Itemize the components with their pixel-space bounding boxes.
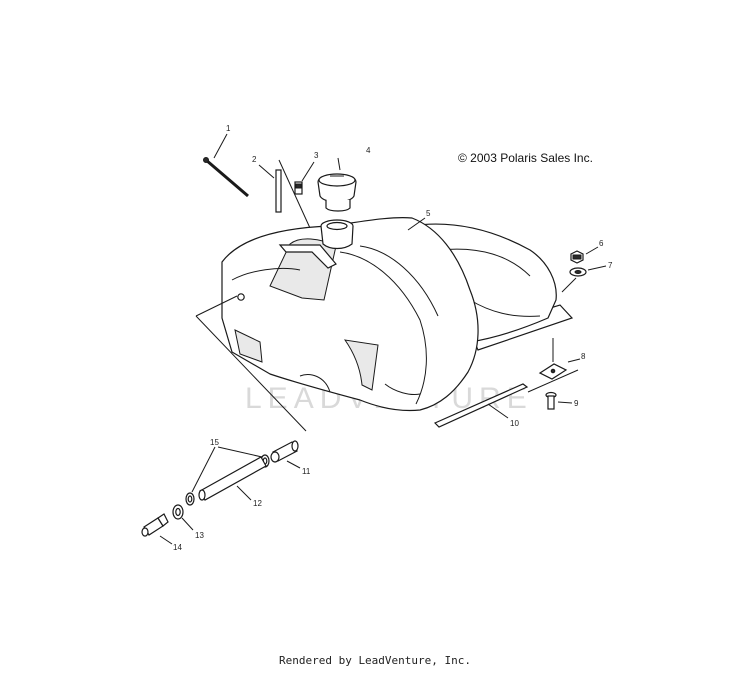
callout-14: 14 <box>173 543 182 552</box>
part-6-nut <box>570 246 599 264</box>
callout-5: 5 <box>426 209 431 218</box>
callout-12: 12 <box>253 499 262 508</box>
callout-6: 6 <box>599 239 604 248</box>
part-1-strap <box>203 133 249 198</box>
callout-10: 10 <box>510 419 519 428</box>
part-7-washer <box>561 265 607 293</box>
callout-2: 2 <box>252 155 257 164</box>
copyright-text: © 2003 Polaris Sales Inc. <box>458 151 593 165</box>
callout-numbers: 1 2 3 4 5 6 7 8 9 10 11 12 13 14 15 <box>173 124 613 552</box>
part-12-hose <box>198 456 267 501</box>
part-13-clamp <box>172 504 194 531</box>
callout-9: 9 <box>574 399 579 408</box>
callout-15: 15 <box>210 438 219 447</box>
part-9-bolt <box>545 391 573 410</box>
footer-credit: Rendered by LeadVenture, Inc. <box>278 654 472 667</box>
callout-11: 11 <box>302 467 311 476</box>
callout-8: 8 <box>581 352 586 361</box>
part-10-strip <box>433 383 529 428</box>
part-3-fitting <box>294 161 315 195</box>
part-5-fuel-tank <box>195 217 574 432</box>
callout-1: 1 <box>226 124 231 133</box>
callout-13: 13 <box>195 531 204 540</box>
part-14-fitting <box>141 513 173 545</box>
part-11-fitting <box>270 440 301 469</box>
part-8-pad <box>527 338 581 393</box>
part-4-fuel-cap <box>317 157 357 212</box>
callout-3: 3 <box>314 151 319 160</box>
callout-4: 4 <box>366 146 371 155</box>
callout-7: 7 <box>608 261 613 270</box>
